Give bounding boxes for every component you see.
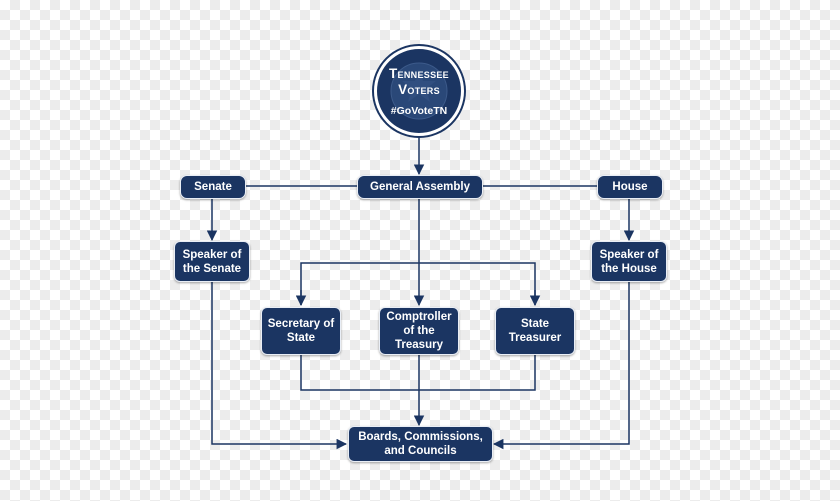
node-speaker-house: Speaker of the House <box>591 241 667 282</box>
logo-hashtag: #GoVoteTN <box>390 105 448 117</box>
node-boards-commissions-councils: Boards, Commissions, and Councils <box>348 426 493 462</box>
edge-bracket-bottom <box>300 355 536 391</box>
node-general-assembly: General Assembly <box>357 175 483 199</box>
tennessee-voters-logo: Tennessee Voters #GoVoteTN <box>374 46 464 136</box>
node-senate: Senate <box>180 175 246 199</box>
edge-speaker-house-boards <box>492 282 630 450</box>
node-house: House <box>597 175 663 199</box>
node-comptroller: Comptroller of the Treasury <box>379 307 459 355</box>
tennessee-tristar-icon <box>390 62 448 120</box>
edge-bracket-top <box>300 262 536 305</box>
node-secretary-of-state: Secretary of State <box>261 307 341 355</box>
logo-title: Tennessee Voters <box>389 66 449 97</box>
edge-speaker-senate-boards <box>211 282 348 450</box>
node-speaker-senate: Speaker of the Senate <box>174 241 250 282</box>
node-state-treasurer: State Treasurer <box>495 307 575 355</box>
